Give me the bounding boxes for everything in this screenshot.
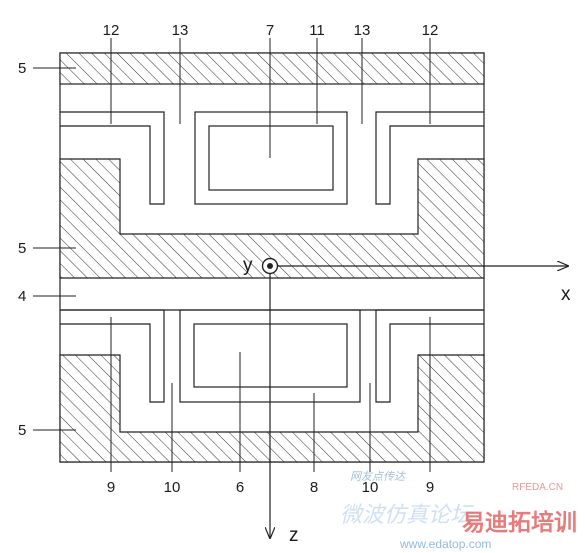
label-bottom-10-right: 10 — [362, 479, 379, 496]
x-axis-label: x — [561, 284, 571, 305]
bottom-leader-lines — [110, 317, 431, 472]
y-axis-dot — [267, 263, 273, 269]
hatched-layer-lower-u — [59, 354, 485, 463]
watermark-brand: 易迪拓培训 — [462, 509, 577, 536]
hatched-layer-upper-u — [59, 158, 485, 279]
label-left-5-mid: 5 — [18, 240, 26, 257]
left-leader-lines — [33, 67, 76, 431]
upper-right-l-conductor — [375, 111, 484, 205]
label-top-11: 11 — [309, 22, 325, 39]
label-left-5-bottom: 5 — [18, 422, 26, 439]
label-top-12-left: 12 — [103, 22, 120, 39]
upper-ring-outer — [194, 111, 348, 205]
watermark-rfeda: RFEDA.CN — [512, 482, 563, 493]
z-axis-label: z — [289, 525, 299, 546]
label-left-4: 4 — [18, 288, 26, 305]
watermark: 网友点传达 RFEDA.CN 微波仿真论坛 易迪拓培训 www.edatop.c… — [340, 470, 577, 551]
lower-left-l-conductor — [60, 309, 165, 403]
label-top-7: 7 — [266, 22, 274, 39]
label-bottom-9-right: 9 — [426, 479, 434, 496]
watermark-cn-big: 微波仿真论坛 — [340, 503, 474, 528]
label-top-13-right: 13 — [354, 22, 371, 39]
hatched-layer-top — [59, 52, 485, 85]
label-bottom-6: 6 — [236, 479, 244, 496]
watermark-cn-small: 网友点传达 — [350, 470, 407, 483]
lower-right-l-conductor — [375, 309, 484, 403]
label-bottom-8: 8 — [310, 479, 318, 496]
label-top-13-left: 13 — [172, 22, 189, 39]
top-leader-lines — [110, 38, 431, 158]
label-bottom-9-left: 9 — [107, 479, 115, 496]
upper-left-l-conductor — [60, 111, 165, 205]
upper-ring-inner — [208, 125, 334, 191]
label-left-5-top: 5 — [18, 60, 26, 77]
label-top-12-right: 12 — [422, 22, 439, 39]
watermark-site: www.edatop.com — [399, 537, 491, 551]
label-bottom-10-left: 10 — [164, 479, 181, 496]
y-axis-label: y — [243, 255, 253, 276]
